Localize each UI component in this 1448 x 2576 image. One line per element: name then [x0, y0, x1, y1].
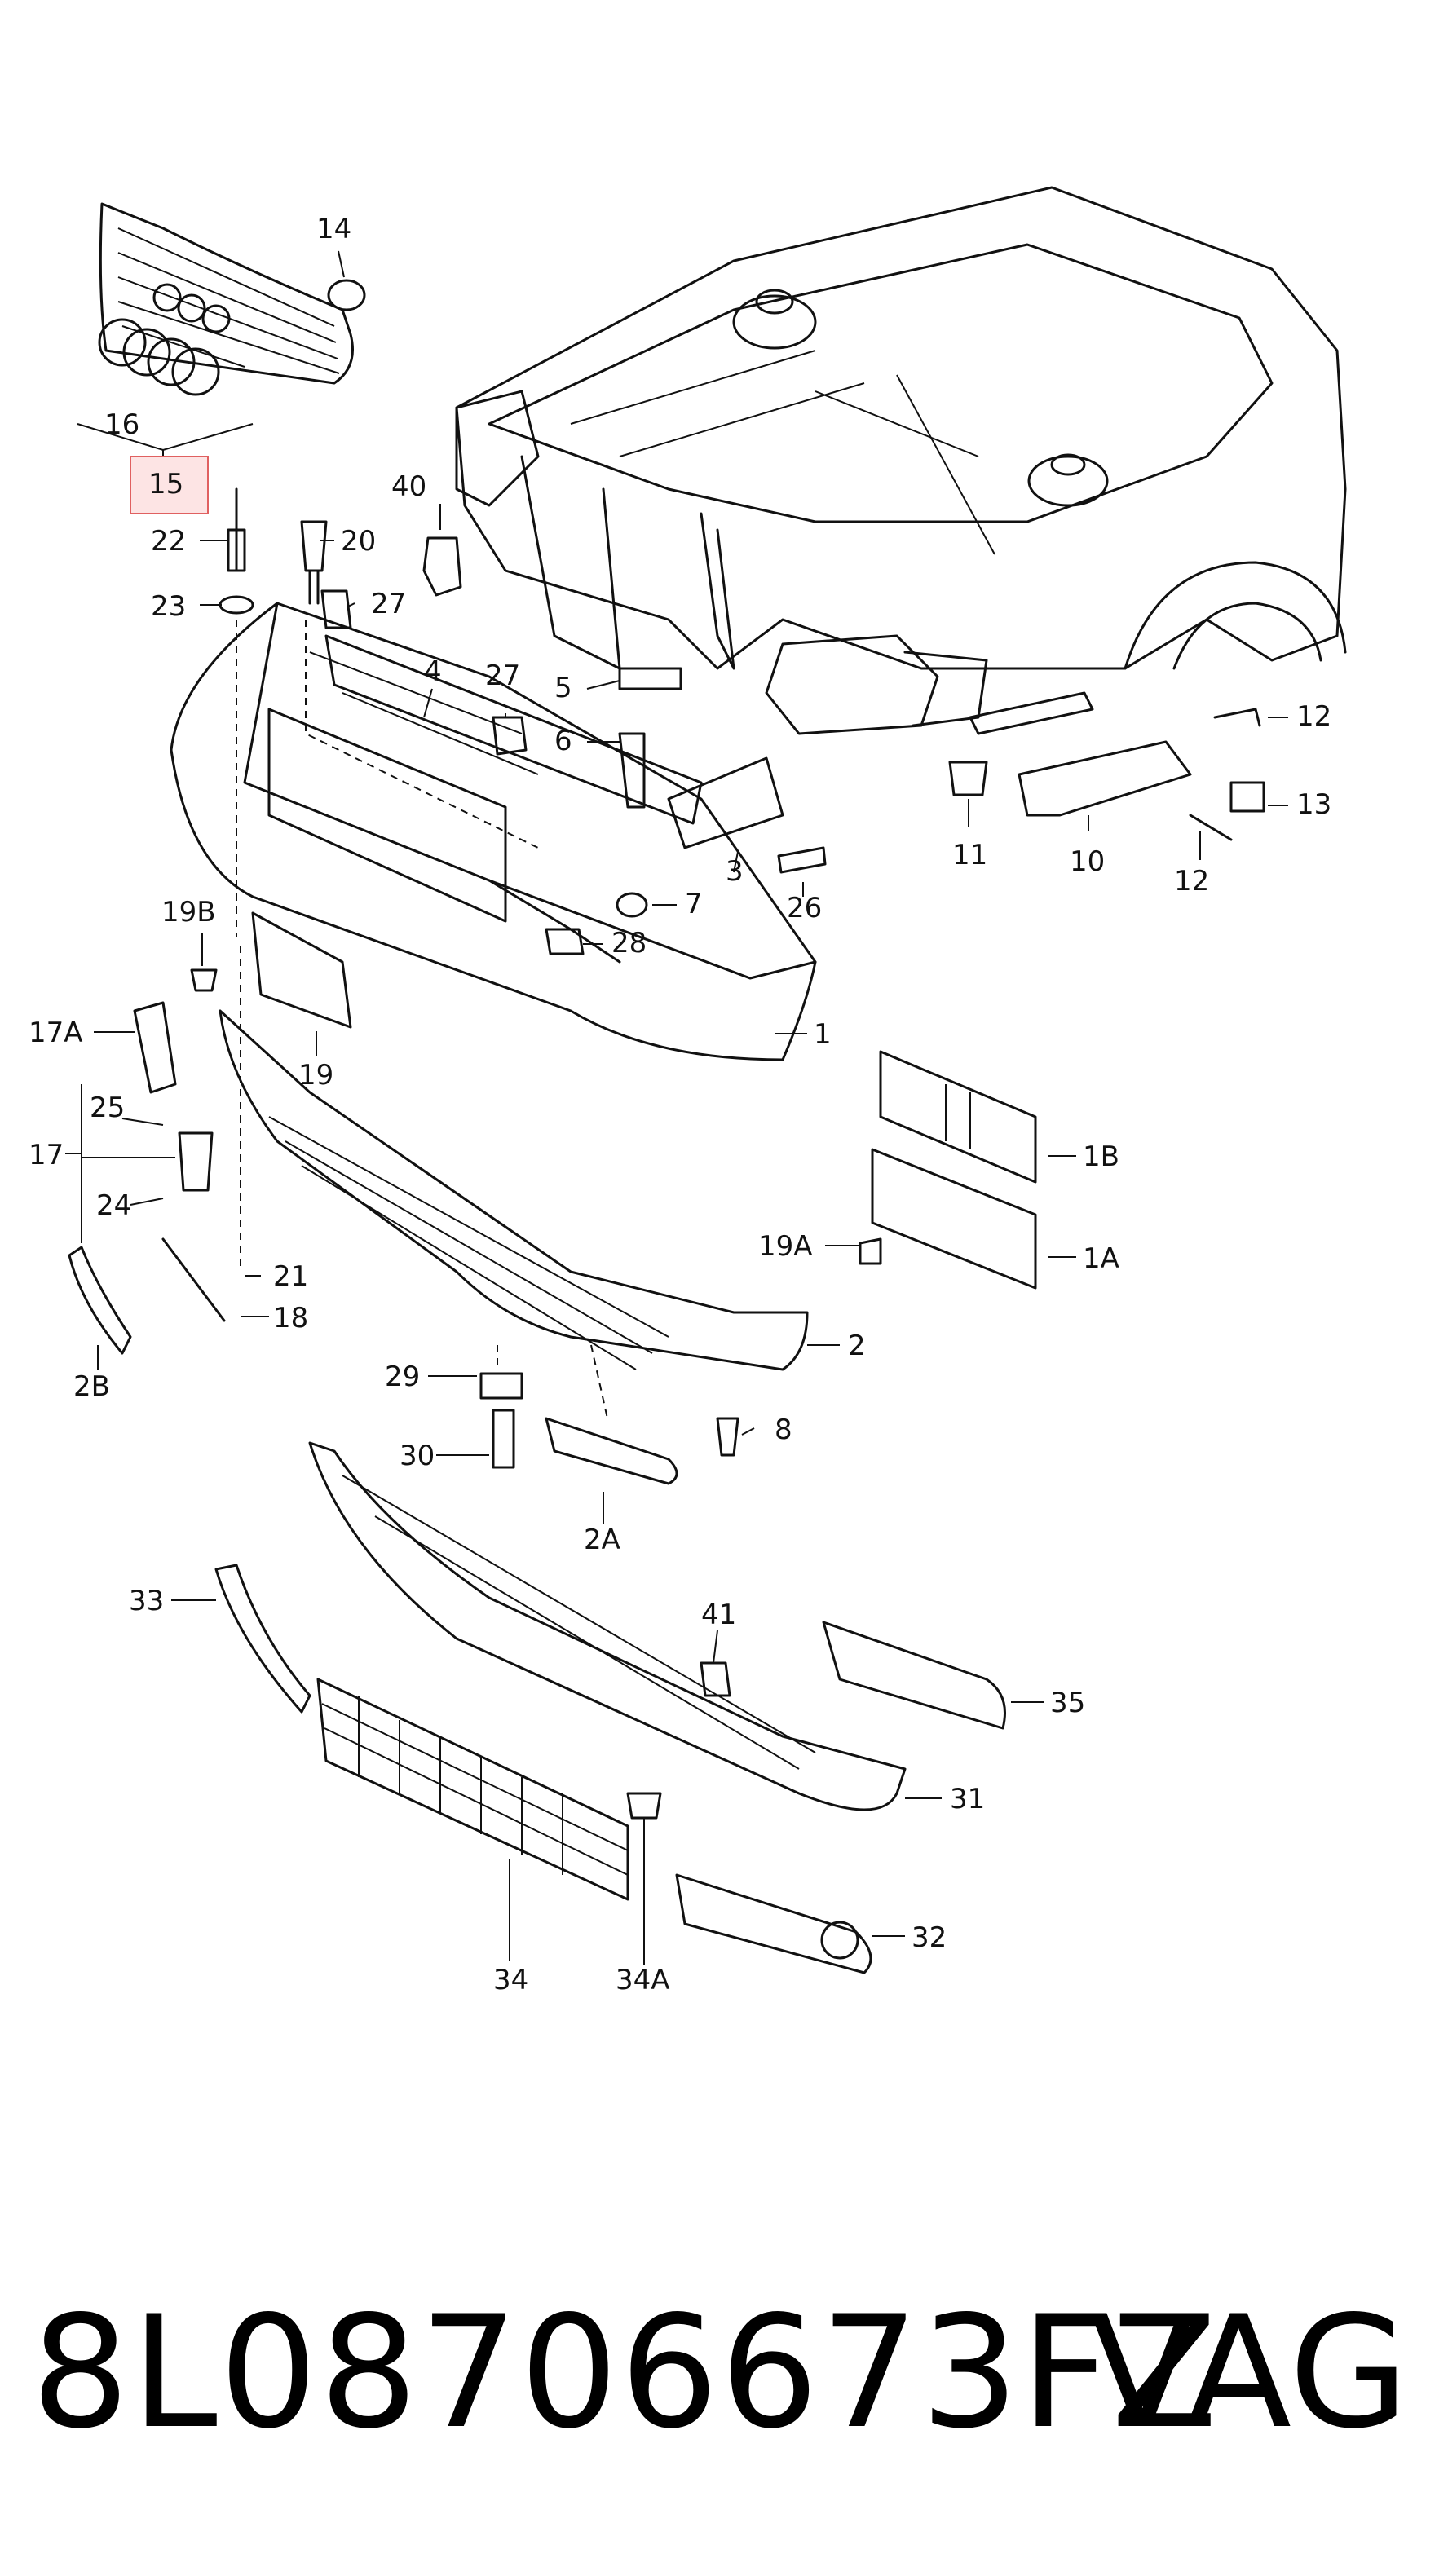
callout-19: 19	[298, 1059, 333, 1092]
bolt-5	[618, 667, 682, 690]
callout-12a: 12	[1296, 700, 1331, 733]
callout-13: 13	[1296, 788, 1331, 821]
clip-11	[948, 761, 988, 796]
nut-13	[1229, 781, 1265, 813]
callout-7: 7	[685, 888, 703, 920]
callout-8: 8	[775, 1414, 792, 1446]
part-number: 8L08706673FZ	[31, 2283, 1220, 2463]
hidden-edge-lines	[236, 620, 608, 1419]
bracket-17	[178, 1131, 214, 1192]
emblem-cap	[327, 279, 366, 311]
bracket-10	[1018, 740, 1192, 817]
cover-2A	[545, 1417, 678, 1485]
callout-labels: 14 16 15 22 20 23 27 40 4 27 5 6 7 3 26 …	[29, 213, 1331, 1996]
brand-name: VAG	[1089, 2283, 1409, 2463]
callout-31: 31	[950, 1783, 985, 1815]
callout-2B: 2B	[73, 1370, 110, 1403]
car-body-outline	[455, 186, 1347, 735]
callout-21: 21	[273, 1260, 308, 1293]
radiator-grille	[98, 202, 354, 396]
callout-1B: 1B	[1083, 1140, 1119, 1173]
callout-2: 2	[848, 1330, 866, 1362]
callout-26: 26	[787, 892, 822, 924]
callout-6: 6	[554, 725, 572, 757]
callout-10: 10	[1070, 845, 1105, 878]
callout-23: 23	[151, 590, 186, 623]
callout-17A: 17A	[29, 1017, 83, 1049]
callout-34: 34	[493, 1964, 528, 1996]
clip-19A	[859, 1237, 882, 1265]
callout-19B: 19B	[161, 896, 216, 929]
clip-41	[700, 1661, 731, 1697]
fastener-20	[300, 520, 328, 605]
screw-12b	[1189, 814, 1233, 841]
bumper-trim	[219, 1009, 809, 1371]
footer-caption: 8L08706673FZ VAG	[0, 2283, 1448, 2463]
clip-19B	[190, 968, 218, 992]
callout-35: 35	[1050, 1687, 1085, 1719]
plate-1A	[871, 1148, 1037, 1290]
callout-1: 1	[814, 1018, 832, 1051]
fastener-22	[227, 487, 246, 572]
callout-19A: 19A	[758, 1230, 813, 1263]
bracket-4	[324, 634, 703, 825]
callout-34A: 34A	[616, 1964, 670, 1996]
nut-7	[616, 892, 648, 918]
callout-11: 11	[952, 839, 987, 871]
fog-grille-32	[675, 1873, 872, 1974]
screw-12a	[1213, 708, 1261, 727]
molding-35	[822, 1621, 1006, 1730]
clip-34A	[626, 1792, 662, 1820]
grille-2B	[68, 1246, 132, 1355]
callout-27a: 27	[371, 588, 406, 620]
callout-4: 4	[424, 655, 442, 688]
bracket-18	[161, 1237, 226, 1322]
bracket-17A	[133, 1001, 177, 1094]
bolt-30	[492, 1409, 515, 1469]
lower-grille-frame	[308, 1441, 907, 1811]
clip-27b	[492, 716, 528, 756]
callout-30: 30	[400, 1440, 435, 1472]
callout-20: 20	[341, 525, 376, 558]
callout-33: 33	[129, 1585, 164, 1617]
callout-17: 17	[29, 1139, 64, 1171]
callout-15: 15	[148, 468, 183, 501]
callout-40: 40	[391, 470, 426, 503]
grille-34	[316, 1678, 629, 1901]
clip-28	[545, 928, 585, 955]
grille-33	[214, 1564, 311, 1714]
highlight-box-15	[130, 456, 209, 514]
callout-27b: 27	[485, 659, 520, 692]
plate-1B	[879, 1050, 1037, 1184]
callout-41: 41	[701, 1599, 736, 1631]
callout-2A: 2A	[584, 1524, 620, 1556]
callout-29: 29	[385, 1361, 420, 1393]
clip-27	[320, 589, 352, 629]
callout-32: 32	[912, 1921, 947, 1954]
bumper-cover	[170, 602, 817, 1061]
impact-absorber-3	[667, 756, 784, 849]
callout-16: 16	[104, 408, 139, 441]
bracket-40	[422, 536, 462, 597]
callout-12b: 12	[1174, 865, 1209, 898]
washer-23	[219, 595, 254, 615]
callout-5: 5	[554, 672, 572, 704]
screw-8	[716, 1417, 739, 1457]
callout-3: 3	[726, 855, 744, 888]
bolt-6	[618, 732, 646, 809]
callout-22: 22	[151, 525, 186, 558]
callout-25: 25	[90, 1092, 125, 1124]
bolt-26	[777, 846, 827, 874]
callout-14: 14	[316, 213, 351, 245]
callout-18: 18	[273, 1302, 308, 1334]
leader-lines	[65, 504, 1288, 1965]
nut-29	[479, 1372, 523, 1400]
plate-bracket-19	[251, 911, 352, 1029]
callout-24: 24	[96, 1189, 131, 1222]
callout-1A: 1A	[1083, 1242, 1119, 1275]
callout-28: 28	[611, 927, 647, 959]
